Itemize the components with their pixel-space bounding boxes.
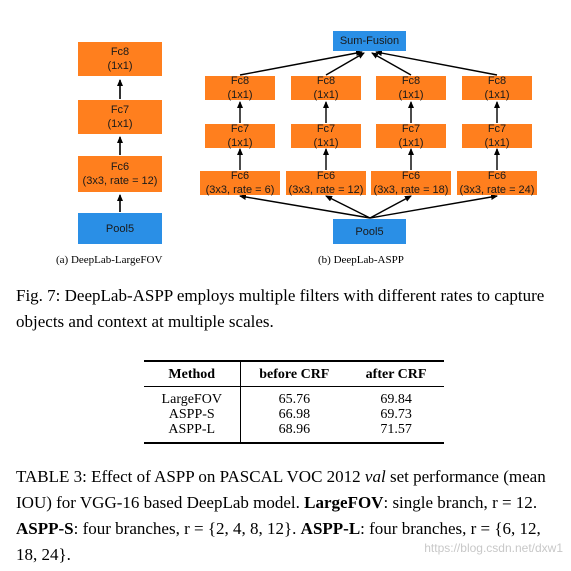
b3-fc7-detail: (1x1) [398, 137, 424, 149]
arrow-b-fc8-sum-4 [375, 50, 498, 76]
figure-7: Fc8 (1x1) Fc7 (1x1) Fc6 (3x3, rate = 12)… [0, 0, 571, 275]
b3-fc8-detail: (1x1) [398, 89, 424, 101]
b2-fc8-block: Fc8 (1x1) [291, 75, 361, 101]
table-row: ASPP-L 68.96 71.57 [144, 422, 444, 443]
a-fc7-detail: (1x1) [107, 118, 133, 130]
b4-fc8-title: Fc8 [487, 75, 507, 87]
cell-before-crf: 65.76 [278, 392, 311, 407]
header-after-crf: after CRF [348, 361, 444, 387]
b4-fc6-detail: (3x3, rate = 24) [459, 184, 535, 196]
b1-fc8-block: Fc8 (1x1) [205, 75, 275, 101]
b3-fc7-title: Fc7 [401, 123, 421, 135]
b2-fc7-title: Fc7 [316, 123, 336, 135]
b4-fc6-title: Fc6 [487, 170, 507, 182]
cell-after-crf: 69.73 [380, 407, 412, 422]
tc-r1: r = 12 [492, 493, 533, 512]
b3-fc8-block: Fc8 (1x1) [376, 75, 446, 101]
arrow-b-pool-fc6-1 [239, 194, 371, 219]
subcaption-b: (b) DeepLab-ASPP [318, 254, 404, 266]
sum-fusion-label: Sum-Fusion [339, 35, 400, 47]
b3-fc6-block: Fc6 (3x3, rate = 18) [371, 170, 451, 196]
b4-fc7-detail: (1x1) [484, 137, 510, 149]
tc-aspp-l: ASPP-L [300, 519, 361, 538]
a-fc8-block: Fc8 (1x1) [78, 42, 162, 76]
tc-part-8: . [66, 545, 71, 564]
a-fc7-title: Fc7 [110, 104, 130, 116]
b2-fc6-title: Fc6 [316, 170, 336, 182]
cell-before-crf: 66.98 [278, 407, 311, 422]
b4-fc8-detail: (1x1) [484, 89, 510, 101]
b3-fc8-title: Fc8 [401, 75, 421, 87]
a-fc7-block: Fc7 (1x1) [78, 100, 162, 134]
arrow-b-pool-fc6-2 [325, 195, 371, 219]
header-method: Method [144, 361, 241, 387]
subcaption-a: (a) DeepLab-LargeFOV [56, 254, 163, 266]
sum-fusion-block: Sum-Fusion [333, 31, 406, 51]
b-pool5-block: Pool5 [333, 219, 406, 244]
table-row: LargeFOV 65.76 69.84 [144, 386, 444, 407]
a-fc8-title: Fc8 [110, 46, 130, 58]
b1-fc6-block: Fc6 (3x3, rate = 6) [200, 170, 280, 196]
tc-largefov: LargeFOV [304, 493, 384, 512]
arrow-b-pool-fc6-3 [369, 195, 412, 219]
cell-method: ASPP-L [144, 422, 241, 443]
table-header-row: Method before CRF after CRF [144, 361, 444, 387]
a-fc6-title: Fc6 [110, 161, 130, 173]
b3-fc7-block: Fc7 (1x1) [376, 123, 446, 149]
b2-fc6-detail: (3x3, rate = 12) [288, 184, 364, 196]
a-pool5-block: Pool5 [78, 213, 162, 244]
b2-fc7-detail: (1x1) [313, 137, 339, 149]
b1-fc7-title: Fc7 [230, 123, 250, 135]
arrow-b-fc8-sum-3 [371, 52, 412, 76]
table-caption: TABLE 3: Effect of ASPP on PASCAL VOC 20… [16, 464, 556, 568]
cell-method: LargeFOV [144, 386, 241, 407]
diagram-arrows [117, 50, 500, 219]
arrow-b-pool-fc6-4 [369, 194, 498, 219]
arrow-b-fc8-sum-1 [239, 50, 363, 76]
a-fc8-detail: (1x1) [107, 60, 133, 72]
figure-caption: Fig. 7: DeepLab-ASPP employs multiple fi… [16, 286, 545, 331]
watermark: https://blog.csdn.net/dxw1 [424, 541, 563, 555]
tc-r2: r = {2, 4, 8, 12} [184, 519, 293, 538]
a-pool5-label: Pool5 [105, 222, 135, 235]
results-table: Method before CRF after CRF LargeFOV 65.… [144, 360, 444, 444]
arrow-b-fc8-sum-2 [325, 52, 365, 76]
b3-fc6-title: Fc6 [401, 170, 421, 182]
tc-part-4: . [532, 493, 538, 512]
tc-part-6: . [292, 519, 301, 538]
b2-fc6-block: Fc6 (3x3, rate = 12) [286, 170, 366, 196]
a-fc6-block: Fc6 (3x3, rate = 12) [78, 156, 162, 192]
b2-fc7-block: Fc7 (1x1) [291, 123, 361, 149]
cell-method: ASPP-S [144, 407, 241, 422]
b4-fc7-title: Fc7 [487, 123, 507, 135]
tc-r3: r = {6, 12, 18, 24} [16, 519, 541, 564]
b1-fc7-detail: (1x1) [227, 137, 253, 149]
tc-part-5: : four branches, [73, 519, 185, 538]
cell-before-crf: 68.96 [278, 422, 311, 437]
b1-fc7-block: Fc7 (1x1) [205, 123, 275, 149]
header-before-crf: before CRF [240, 361, 349, 387]
b4-fc6-block: Fc6 (3x3, rate = 24) [457, 170, 537, 196]
b1-fc6-detail: (3x3, rate = 6) [205, 184, 275, 196]
table-row: ASPP-S 66.98 69.73 [144, 407, 444, 422]
b1-fc8-detail: (1x1) [227, 89, 253, 101]
tc-part-7: : four branches, [360, 519, 471, 538]
b4-fc7-block: Fc7 (1x1) [462, 123, 532, 149]
b1-fc8-title: Fc8 [230, 75, 250, 87]
b1-fc6-title: Fc6 [230, 170, 250, 182]
cell-after-crf: 71.57 [380, 422, 412, 437]
b2-fc8-detail: (1x1) [313, 89, 339, 101]
tc-part-2: set performance (mean IOU) for VGG-16 ba… [16, 467, 546, 512]
tc-aspp-s: ASPP-S [16, 519, 74, 538]
tc-val: val [364, 467, 386, 486]
b-pool5-label: Pool5 [355, 225, 384, 238]
tc-part-3: : single branch, [383, 493, 493, 512]
a-fc6-detail: (3x3, rate = 12) [82, 175, 158, 187]
b4-fc8-block: Fc8 (1x1) [462, 75, 532, 101]
cell-after-crf: 69.84 [380, 392, 412, 407]
b3-fc6-detail: (3x3, rate = 18) [373, 184, 449, 196]
tc-part-1: TABLE 3: Effect of ASPP on PASCAL VOC 20… [16, 467, 365, 486]
b2-fc8-title: Fc8 [316, 75, 336, 87]
